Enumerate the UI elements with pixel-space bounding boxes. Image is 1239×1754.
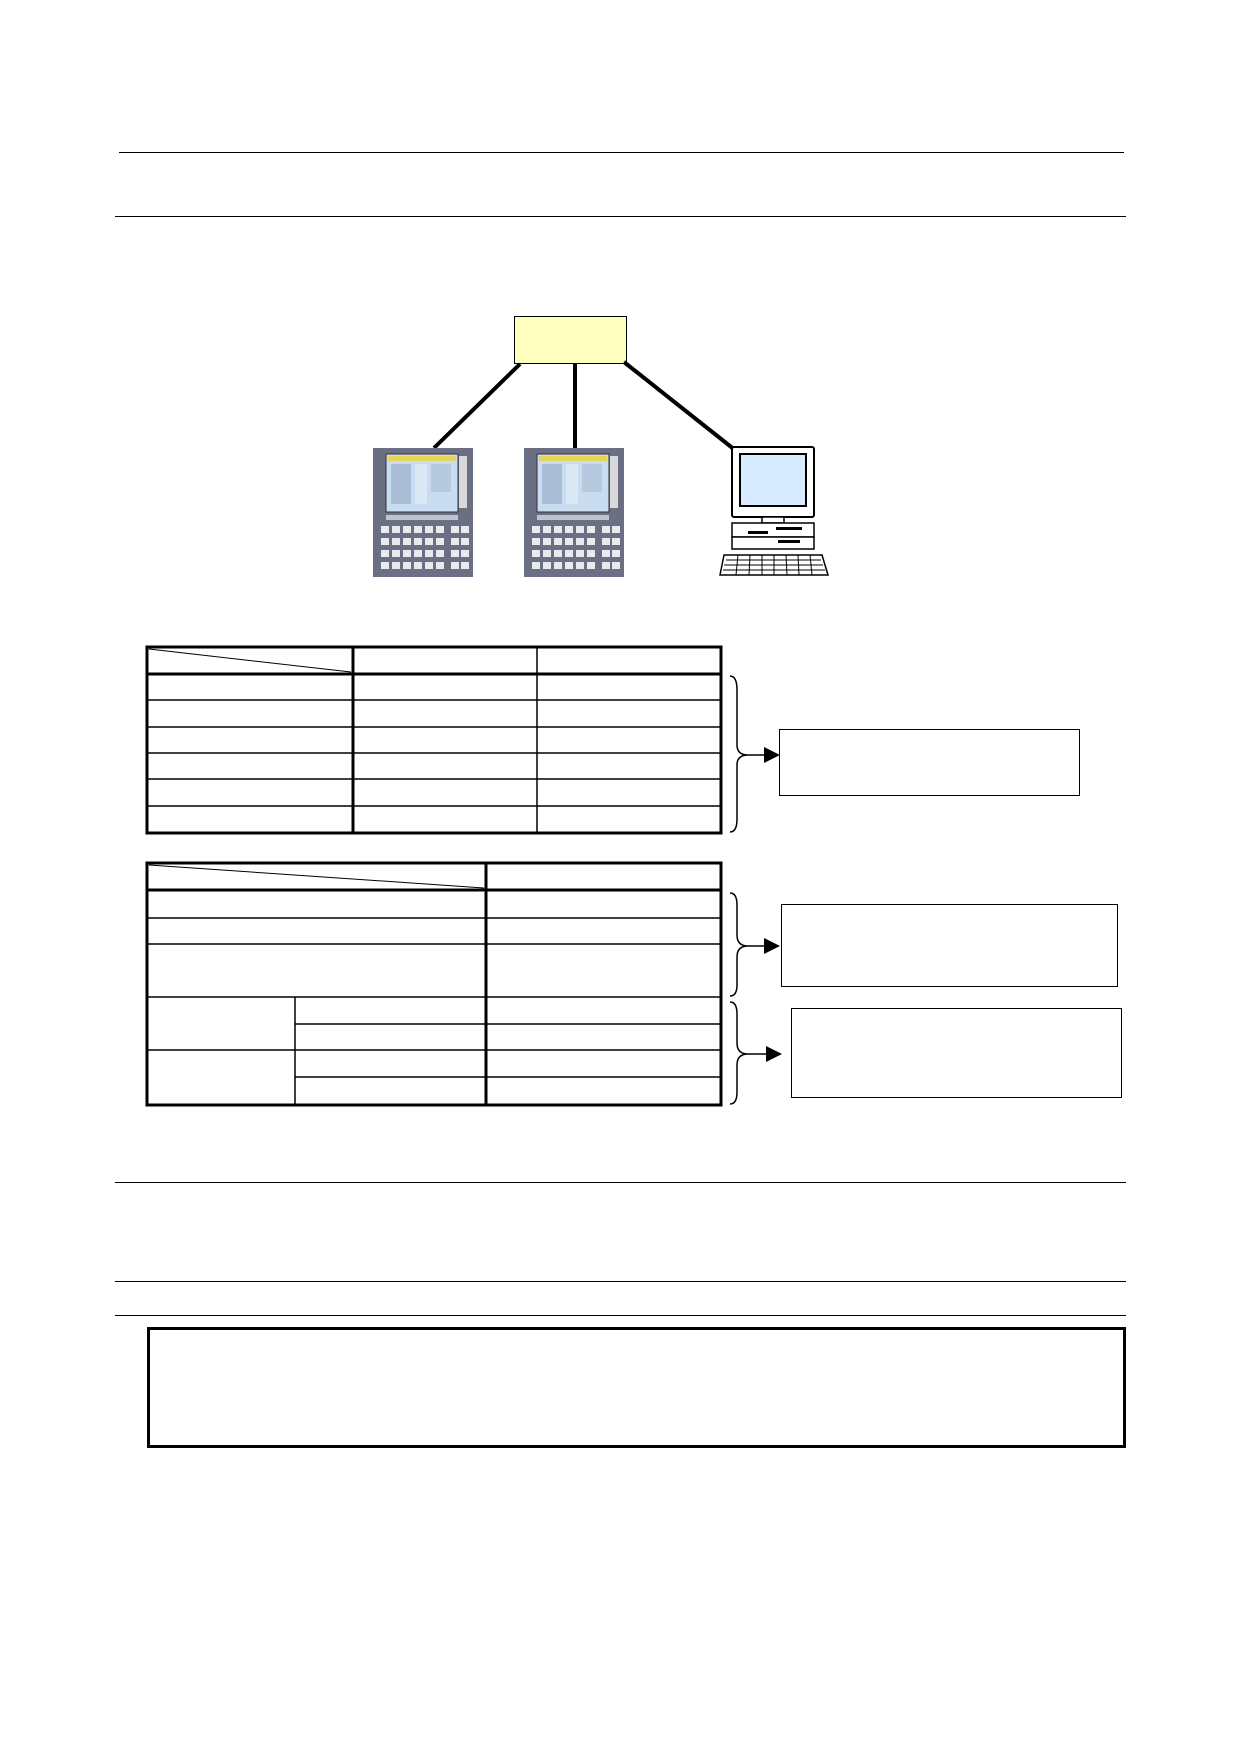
table-1 (145, 645, 723, 835)
mid-rule-1 (115, 1182, 1126, 1183)
arrow-head-2 (764, 938, 780, 954)
arrow-head-3 (766, 1046, 782, 1062)
brace-arrow-2 (729, 892, 766, 997)
top-rule-1 (119, 152, 1124, 153)
cnc-panel-icon (373, 448, 473, 577)
callout-box-3 (791, 1008, 1122, 1098)
link-hub-pc (622, 360, 737, 452)
table-2 (145, 861, 723, 1107)
network-hub-box (514, 316, 627, 364)
callout-box-1 (779, 729, 1080, 796)
brace-arrow-1 (729, 675, 766, 833)
top-rule-2 (115, 216, 1126, 217)
note-frame (147, 1327, 1126, 1448)
mid-rule-2 (115, 1281, 1126, 1282)
link-hub-panel-1 (432, 362, 522, 450)
mid-rule-3 (115, 1315, 1126, 1316)
desktop-computer-icon (719, 446, 830, 576)
arrow-head-1 (764, 747, 780, 763)
callout-box-2 (781, 904, 1118, 987)
brace-arrow-3 (729, 1001, 768, 1105)
cnc-panel-icon (524, 448, 624, 577)
